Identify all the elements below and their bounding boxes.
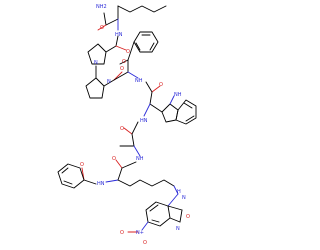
label-nh-phe: NH bbox=[135, 78, 143, 84]
label-o-nitro1: O bbox=[120, 230, 124, 236]
label-hn-nle: HN bbox=[115, 32, 123, 38]
label-o-phe: O bbox=[122, 59, 126, 65]
label-n-pro1: N bbox=[94, 60, 98, 66]
label-nh-indole: NH bbox=[174, 92, 182, 98]
norleucine-residue bbox=[97, 5, 167, 31]
label-hn-lys: HN bbox=[97, 181, 105, 187]
benzoyl-group bbox=[57, 163, 97, 189]
label-o-ala: O bbox=[120, 126, 124, 132]
label-o-lys: O bbox=[112, 156, 116, 162]
label-n-nitro: N+ bbox=[136, 230, 144, 236]
phenylalanine-residue bbox=[113, 31, 159, 81]
lysine-residue bbox=[105, 159, 179, 195]
label-o-nitro2: O bbox=[143, 240, 147, 246]
label-h-nbd: H bbox=[177, 189, 181, 195]
label-n-pro2: N bbox=[107, 79, 111, 85]
label-nh2: NH2 bbox=[96, 4, 107, 10]
label-o-trp: O bbox=[159, 82, 163, 88]
label-o-amide: O bbox=[100, 25, 104, 31]
molecule-canvas: NH2 O HN O N O N O NH O NH HN O NH O HN … bbox=[57, 4, 197, 246]
alanine-residue bbox=[119, 121, 141, 157]
label-o-ring: O bbox=[186, 214, 190, 220]
tryptophan-residue bbox=[143, 81, 197, 125]
nbd-group bbox=[127, 193, 183, 233]
proline-ring-2 bbox=[85, 65, 123, 99]
proline-ring-1 bbox=[87, 35, 127, 65]
atom-labels: NH2 O HN O N O N O NH O NH HN O NH O HN … bbox=[80, 4, 190, 246]
label-nh-ala: NH bbox=[136, 156, 144, 162]
label-o-pro1: O bbox=[126, 49, 130, 55]
label-n-ring: N bbox=[176, 226, 180, 232]
label-n-nbd: N bbox=[182, 195, 186, 201]
structure-svg: NH2 O HN O N O N O NH O NH HN O NH O HN … bbox=[57, 4, 197, 246]
label-o-pro2: O bbox=[120, 66, 124, 72]
label-o-benzoyl: O bbox=[80, 162, 84, 168]
label-hn-trp: HN bbox=[140, 118, 148, 124]
